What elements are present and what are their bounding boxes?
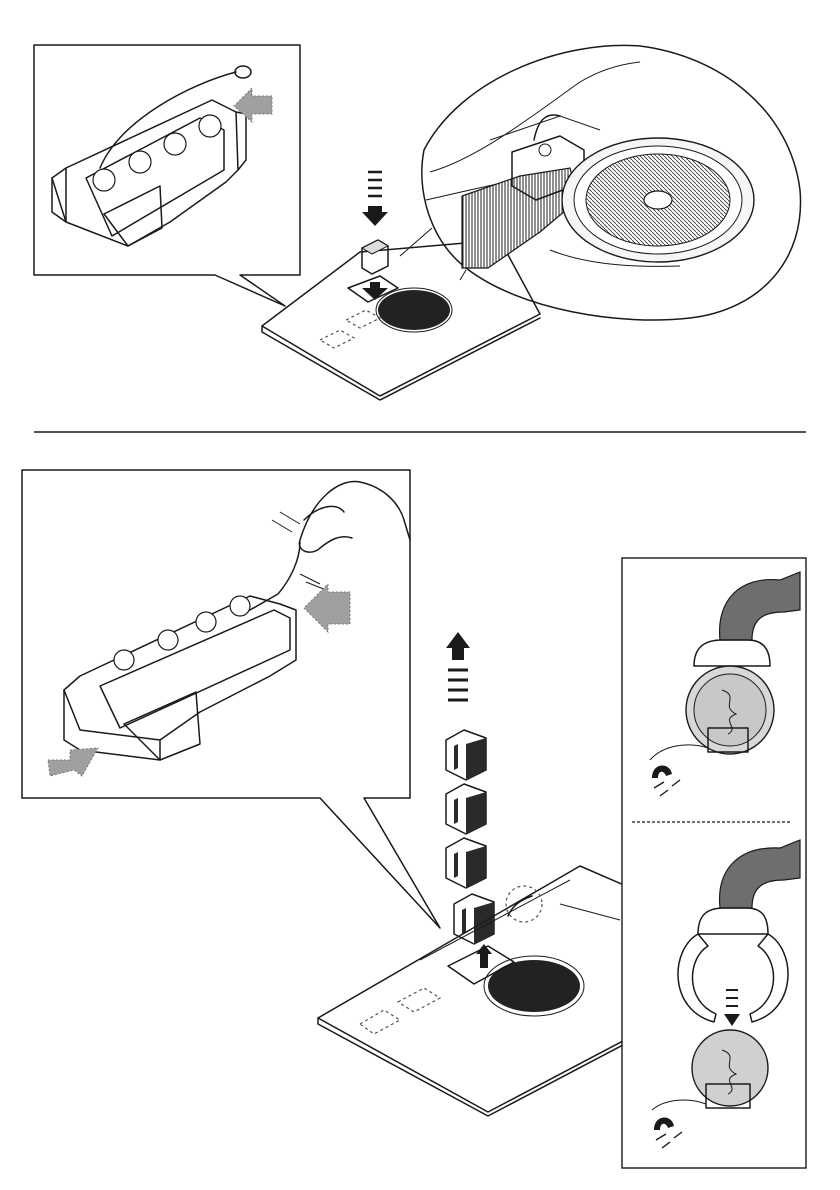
- filter-cell-marker-1: [93, 169, 115, 191]
- magnet-callout-panel: [622, 558, 806, 1168]
- arrow-up-icon: [446, 632, 470, 700]
- filter-cassette-stack: [446, 730, 494, 944]
- hand: [299, 482, 410, 553]
- filter-cell-marker-4: [199, 115, 221, 137]
- filter-removal-detail-box: [22, 470, 440, 928]
- extractor-vent: [378, 290, 450, 330]
- air-flow-arrow-icon-left: [48, 748, 98, 776]
- air-flow-arrow-icon: [234, 88, 272, 122]
- filter-cassette-insert: [362, 240, 388, 274]
- step-remove-section: [22, 470, 806, 1168]
- magnified-view: [422, 45, 801, 320]
- filter-cell-marker-2: [129, 151, 151, 173]
- filter-cell-marker-3: [164, 133, 186, 155]
- pull-ring: [235, 66, 251, 78]
- filter-cassette-2: [446, 784, 486, 834]
- filter-cassette-3: [446, 838, 486, 888]
- extractor-vent-bottom: [488, 960, 580, 1012]
- filter-cassette-row: [462, 168, 578, 268]
- step-insert-section: [34, 45, 801, 400]
- filter-housing: [52, 66, 251, 246]
- filter-detail-box: [34, 45, 300, 306]
- filter-cassette-1: [446, 730, 486, 780]
- hob-worktop-bottom: [318, 866, 640, 1116]
- hob-worktop: [262, 240, 540, 400]
- air-flow-arrow-icon-right: [304, 584, 350, 632]
